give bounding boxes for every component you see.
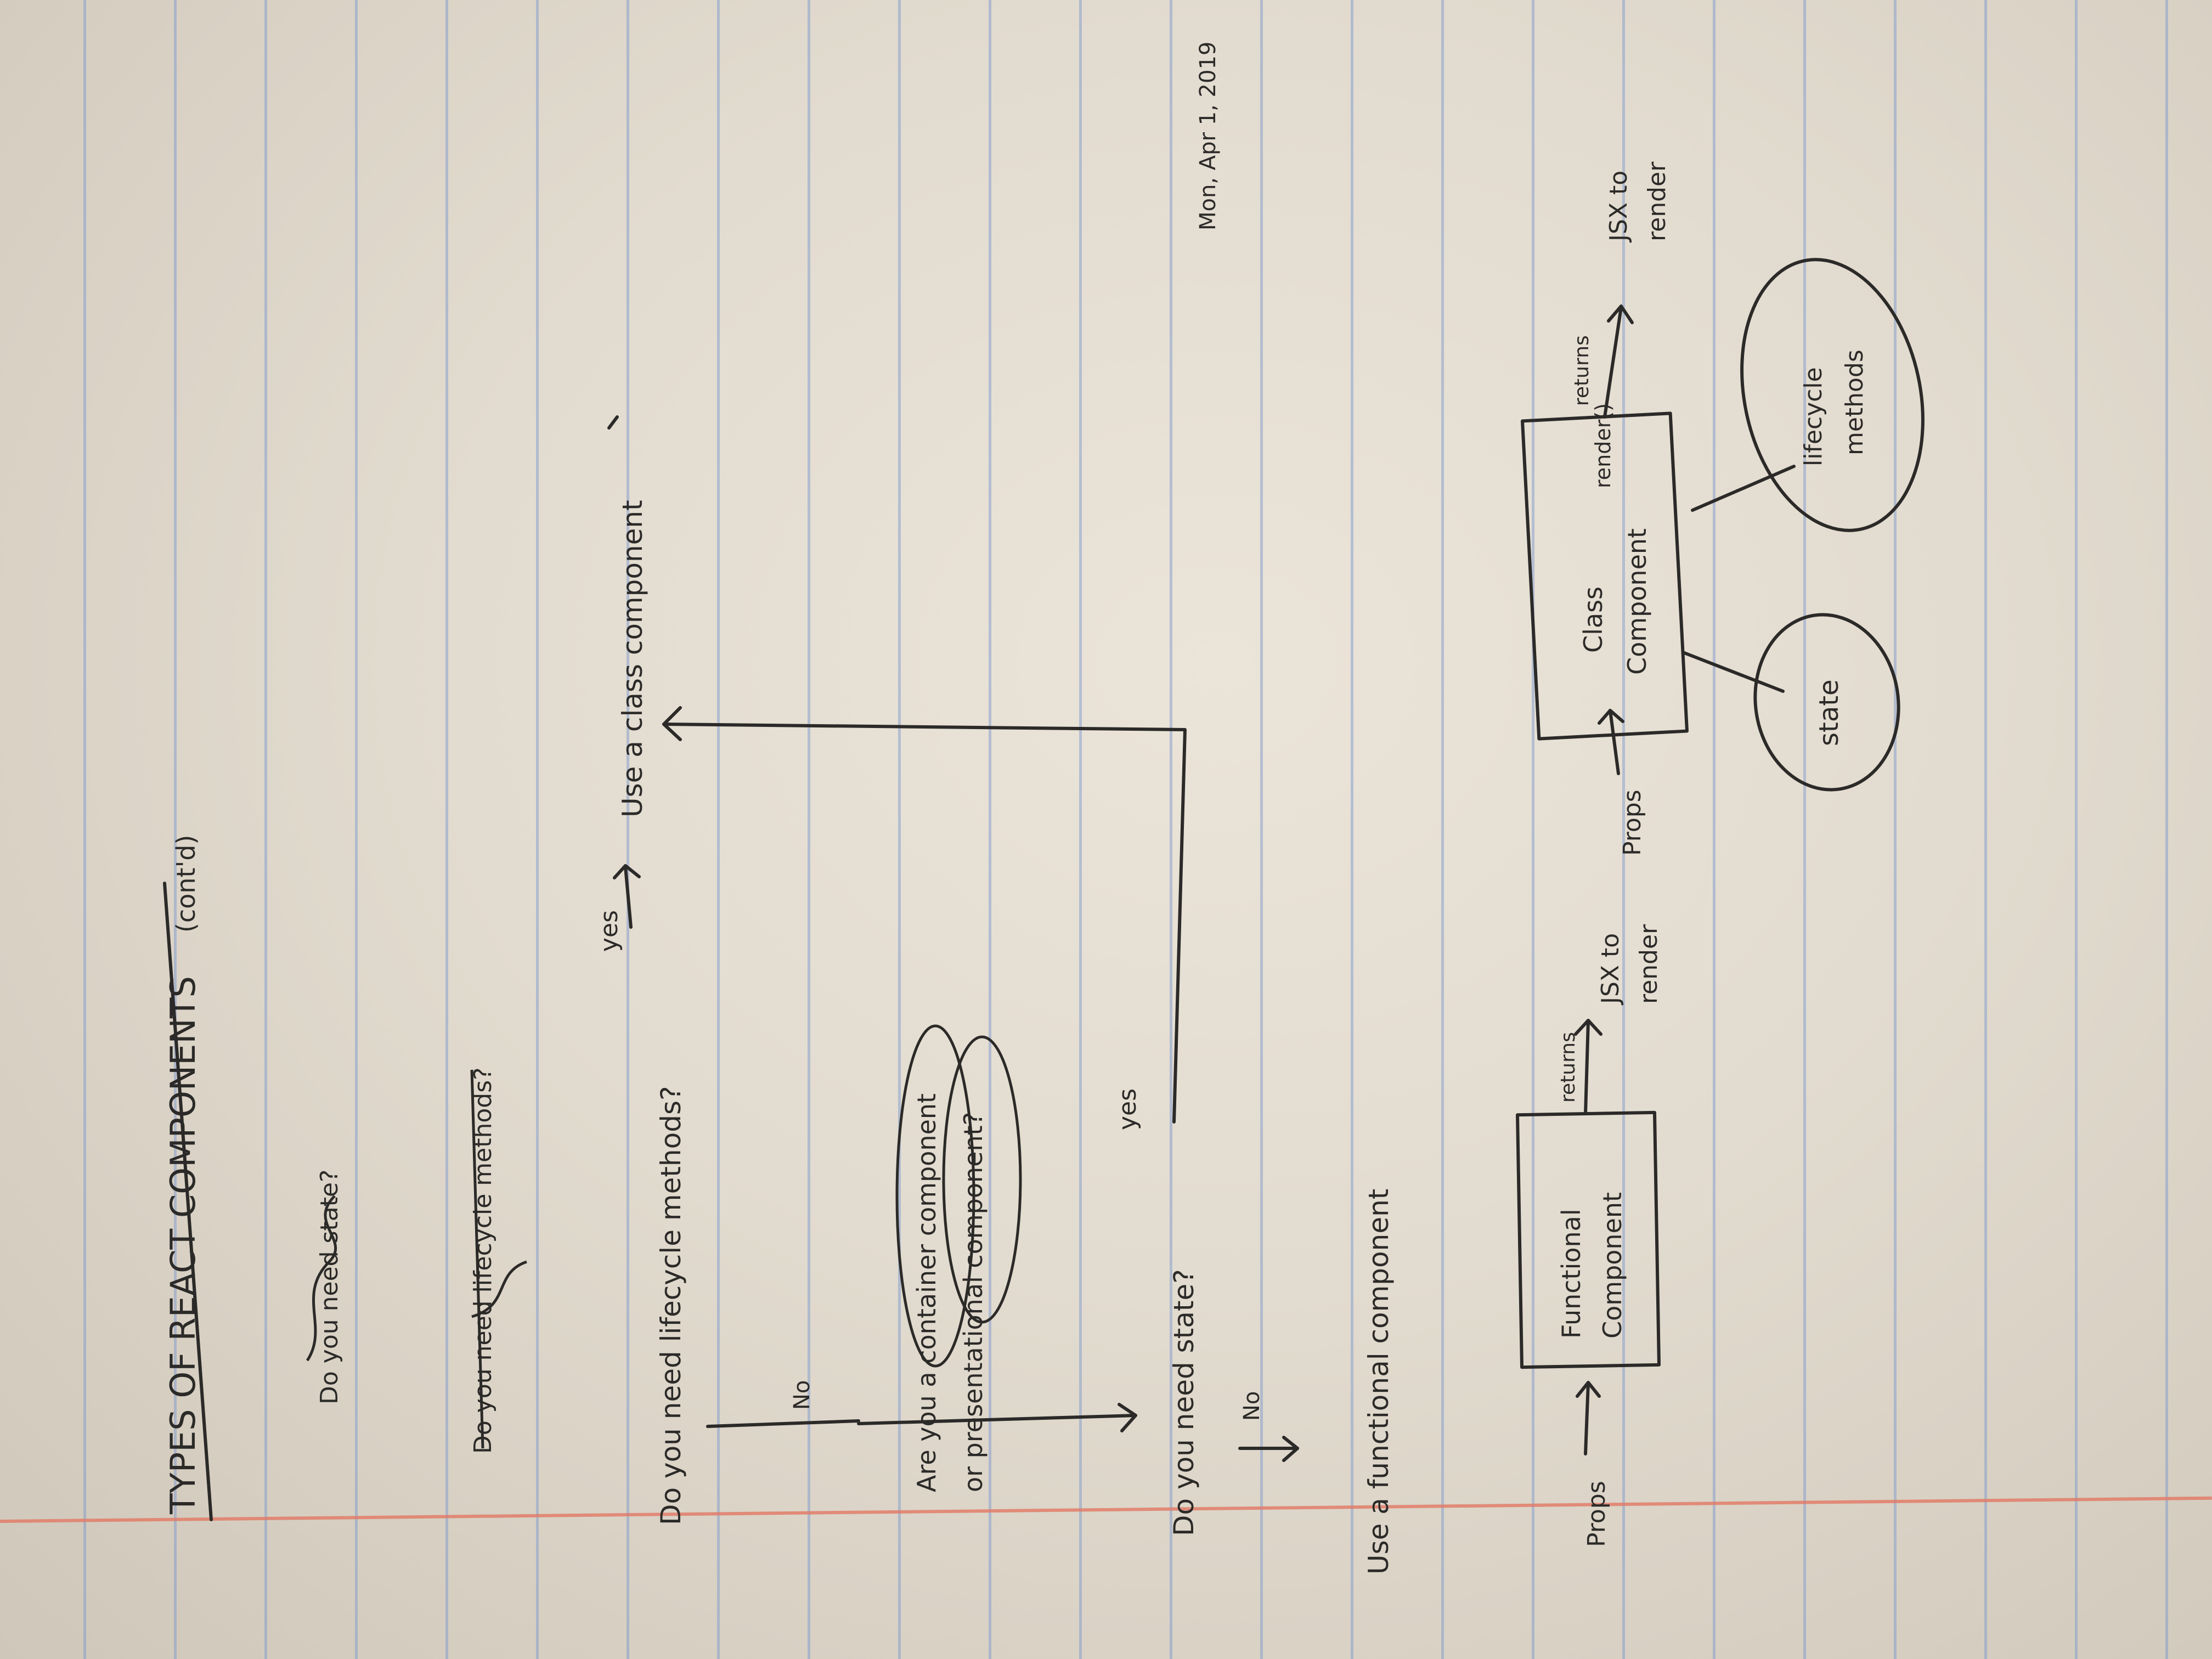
answer-no-2: No bbox=[1239, 1391, 1265, 1421]
state-bubble-label: state bbox=[1814, 679, 1844, 746]
scribble-1 bbox=[306, 1195, 337, 1362]
yes-arrow-1 bbox=[624, 865, 633, 929]
question-lifecycle: Do you need lifecycle methods? bbox=[655, 1086, 687, 1525]
struck-question-state: Do you need state? bbox=[315, 1170, 343, 1404]
class-returns-label: returns bbox=[1571, 335, 1593, 406]
functional-output-line1: JSX to bbox=[1596, 933, 1624, 1006]
question-state: Do you need state? bbox=[1168, 1269, 1200, 1536]
class-output-line1: JSX to bbox=[1605, 171, 1633, 243]
lifecycle-connector bbox=[1691, 465, 1796, 512]
title-note: (cont'd) bbox=[171, 835, 201, 933]
lifecycle-bubble bbox=[1740, 258, 1925, 532]
functional-box-line2: Component bbox=[1598, 1192, 1627, 1339]
use-functional-component: Use a functional component bbox=[1363, 1189, 1395, 1575]
state-connector bbox=[1683, 651, 1785, 693]
class-returns-arrow-head bbox=[1607, 304, 1634, 324]
yes-path-2 bbox=[662, 723, 1187, 1124]
state-bubble bbox=[1753, 613, 1900, 792]
functional-output-line2: render bbox=[1635, 924, 1663, 1004]
yes-arrow-1-head bbox=[613, 864, 641, 879]
functional-returns-label: returns bbox=[1557, 1032, 1579, 1103]
functional-returns-arrow bbox=[1584, 1019, 1590, 1115]
date: Mon, Apr 1, 2019 bbox=[1195, 42, 1221, 230]
class-props-arrow bbox=[1609, 709, 1620, 775]
class-box-line1: Class bbox=[1578, 586, 1608, 653]
title-underline bbox=[163, 882, 213, 1521]
lifecycle-bubble-line2: methods bbox=[1841, 349, 1869, 455]
no-arrow-2-head bbox=[1118, 1403, 1137, 1432]
answer-yes-2: yes bbox=[1114, 1088, 1142, 1130]
answer-no-1: No bbox=[789, 1380, 815, 1410]
no-arrow-2 bbox=[857, 1414, 1137, 1425]
lifecycle-bubble-line1: lifecycle bbox=[1799, 367, 1827, 466]
class-render-method: render() bbox=[1591, 403, 1615, 488]
page-title: TYPES OF REACT COMPONENTS bbox=[163, 976, 203, 1515]
no-arrow-3-head bbox=[1282, 1436, 1299, 1462]
scribble-2 bbox=[471, 1260, 527, 1318]
class-box-line2: Component bbox=[1622, 528, 1652, 675]
question-container-line1: Are you a container component bbox=[912, 1093, 941, 1492]
class-returns-arrow bbox=[1603, 306, 1623, 419]
no-line-1 bbox=[706, 1419, 860, 1428]
yes-arrow-2-head bbox=[662, 706, 682, 741]
functional-props-arrow-head bbox=[1576, 1381, 1601, 1398]
functional-props: Props bbox=[1583, 1481, 1611, 1547]
answer-yes-1: yes bbox=[595, 910, 623, 952]
strike-line-2 bbox=[470, 1069, 484, 1449]
class-component-box bbox=[1521, 411, 1689, 741]
functional-component-box bbox=[1516, 1110, 1661, 1369]
scribble-presentational bbox=[942, 1035, 1022, 1324]
functional-returns-arrow-head bbox=[1574, 1019, 1602, 1036]
class-output-line2: render bbox=[1643, 161, 1671, 241]
class-props: Props bbox=[1618, 789, 1646, 856]
functional-props-arrow bbox=[1584, 1381, 1590, 1455]
class-underline bbox=[607, 415, 619, 430]
scribble-container bbox=[895, 1024, 975, 1368]
class-props-arrow-head bbox=[1598, 709, 1624, 725]
use-class-component: Use a class component bbox=[617, 500, 648, 817]
functional-box-line1: Functional bbox=[1556, 1209, 1586, 1339]
